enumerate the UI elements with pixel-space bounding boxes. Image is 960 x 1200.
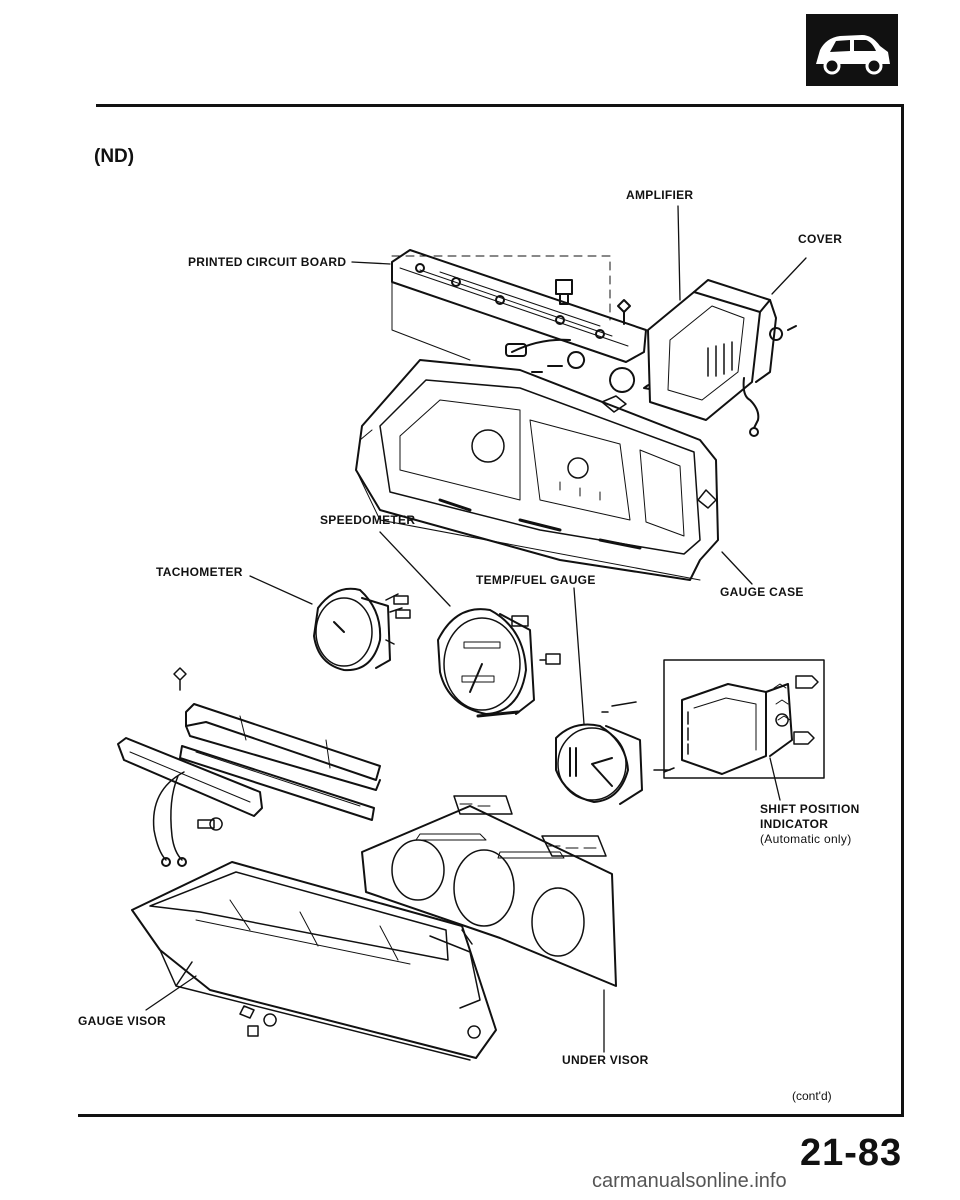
top-rule (96, 104, 904, 107)
leader-temp-fuel (573, 587, 585, 725)
label-gauge-case: GAUGE CASE (720, 585, 804, 599)
label-tachometer: TACHOMETER (156, 565, 243, 579)
under-visor-part (361, 795, 617, 987)
label-under-visor: UNDER VISOR (562, 1053, 649, 1067)
leader-gauge-case (721, 551, 753, 585)
gauge-visor-part (131, 861, 497, 1061)
bottom-rule (78, 1114, 904, 1117)
label-shift-position: SHIFT POSITION (760, 802, 860, 816)
label-gauge-visor: GAUGE VISOR (78, 1014, 166, 1028)
light-guides-part (117, 667, 381, 867)
label-amplifier: AMPLIFIER (626, 188, 694, 202)
gauge-case-part (355, 359, 719, 581)
amplifier-part (647, 279, 797, 437)
leader-pcb (351, 261, 391, 265)
leader-shift (769, 757, 781, 801)
shift-position-indicator-part (663, 659, 825, 779)
section-title: (ND) (94, 146, 135, 167)
printed-circuit-board-part (391, 249, 647, 363)
watermark: carmanualsonline.info (592, 1170, 787, 1192)
label-automatic-only: (Automatic only) (760, 832, 852, 846)
page-number: 21-83 (800, 1132, 903, 1174)
temp-fuel-gauge-part (555, 701, 675, 805)
label-indicator: INDICATOR (760, 817, 829, 831)
leader-lines (145, 205, 807, 1053)
leader-speedometer (379, 531, 451, 607)
label-speedometer: SPEEDOMETER (320, 513, 416, 527)
label-printed-circuit-board: PRINTED CIRCUIT BOARD (188, 255, 347, 269)
leader-cover (771, 257, 807, 295)
label-temp-fuel-gauge: TEMP/FUEL GAUGE (476, 573, 596, 587)
label-cover: COVER (798, 232, 843, 246)
right-rule (901, 104, 904, 1116)
speedometer-part (437, 608, 561, 718)
leader-tachometer (249, 575, 313, 605)
continued-note: (cont'd) (792, 1089, 832, 1103)
car-icon (806, 14, 898, 86)
leader-amplifier (677, 205, 681, 301)
leader-gauge-visor (145, 975, 197, 1011)
tachometer-part (313, 587, 411, 672)
